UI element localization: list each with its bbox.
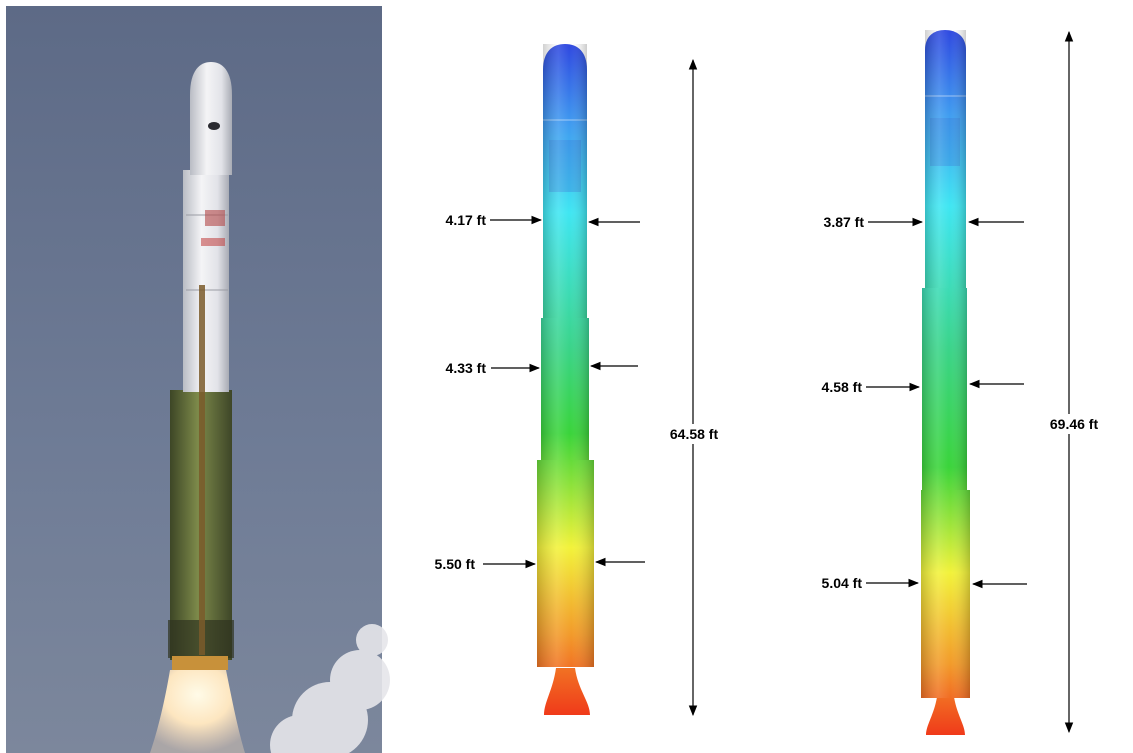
raceway xyxy=(199,285,205,655)
logo-decal xyxy=(205,210,225,226)
rocket-b-diameter-label-2: 4.58 ft xyxy=(822,379,863,395)
smoke-cloud xyxy=(270,624,390,753)
exhaust-flame xyxy=(150,670,245,753)
text-decal xyxy=(201,238,225,246)
rocket-b-diameter-1: 3.87 ft xyxy=(824,214,1024,230)
rocket-a-length-dimension: 64.58 ft xyxy=(658,58,730,717)
rocket-a: 4.17 ft 4.33 ft 5.50 ft 64.58 ft xyxy=(435,44,730,717)
rocket-a-body xyxy=(537,44,594,715)
rocket-b-diameter-label-1: 3.87 ft xyxy=(824,214,865,230)
rocket-b-length-dimension: 69.46 ft xyxy=(1035,30,1113,734)
rocket-b-length-label: 69.46 ft xyxy=(1050,416,1099,432)
rocket-a-diameter-2: 4.33 ft xyxy=(446,360,638,376)
rocket-a-diameter-3: 5.50 ft xyxy=(435,556,645,572)
rocket-a-length-label: 64.58 ft xyxy=(670,426,719,442)
upper-stage xyxy=(183,170,229,392)
rocket-b: 3.87 ft 4.58 ft 5.04 ft 69.46 ft xyxy=(822,30,1113,735)
rocket-b-body xyxy=(921,30,970,735)
rocket-a-diameter-label-2: 4.33 ft xyxy=(446,360,487,376)
rocket-b-diameter-label-3: 5.04 ft xyxy=(822,575,863,591)
rocket-a-diameter-label-1: 4.17 ft xyxy=(446,212,487,228)
nozzle-glow xyxy=(172,656,228,670)
rocket-a-diameter-label-3: 5.50 ft xyxy=(435,556,476,572)
rocket-a-diameter-1: 4.17 ft xyxy=(446,212,640,228)
rocket-b-diameter-3: 5.04 ft xyxy=(822,575,1027,591)
rocket-b-diameter-2: 4.58 ft xyxy=(822,379,1024,395)
fairing-window xyxy=(208,122,220,130)
launch-photo xyxy=(6,6,390,753)
nose-fairing xyxy=(190,62,232,175)
